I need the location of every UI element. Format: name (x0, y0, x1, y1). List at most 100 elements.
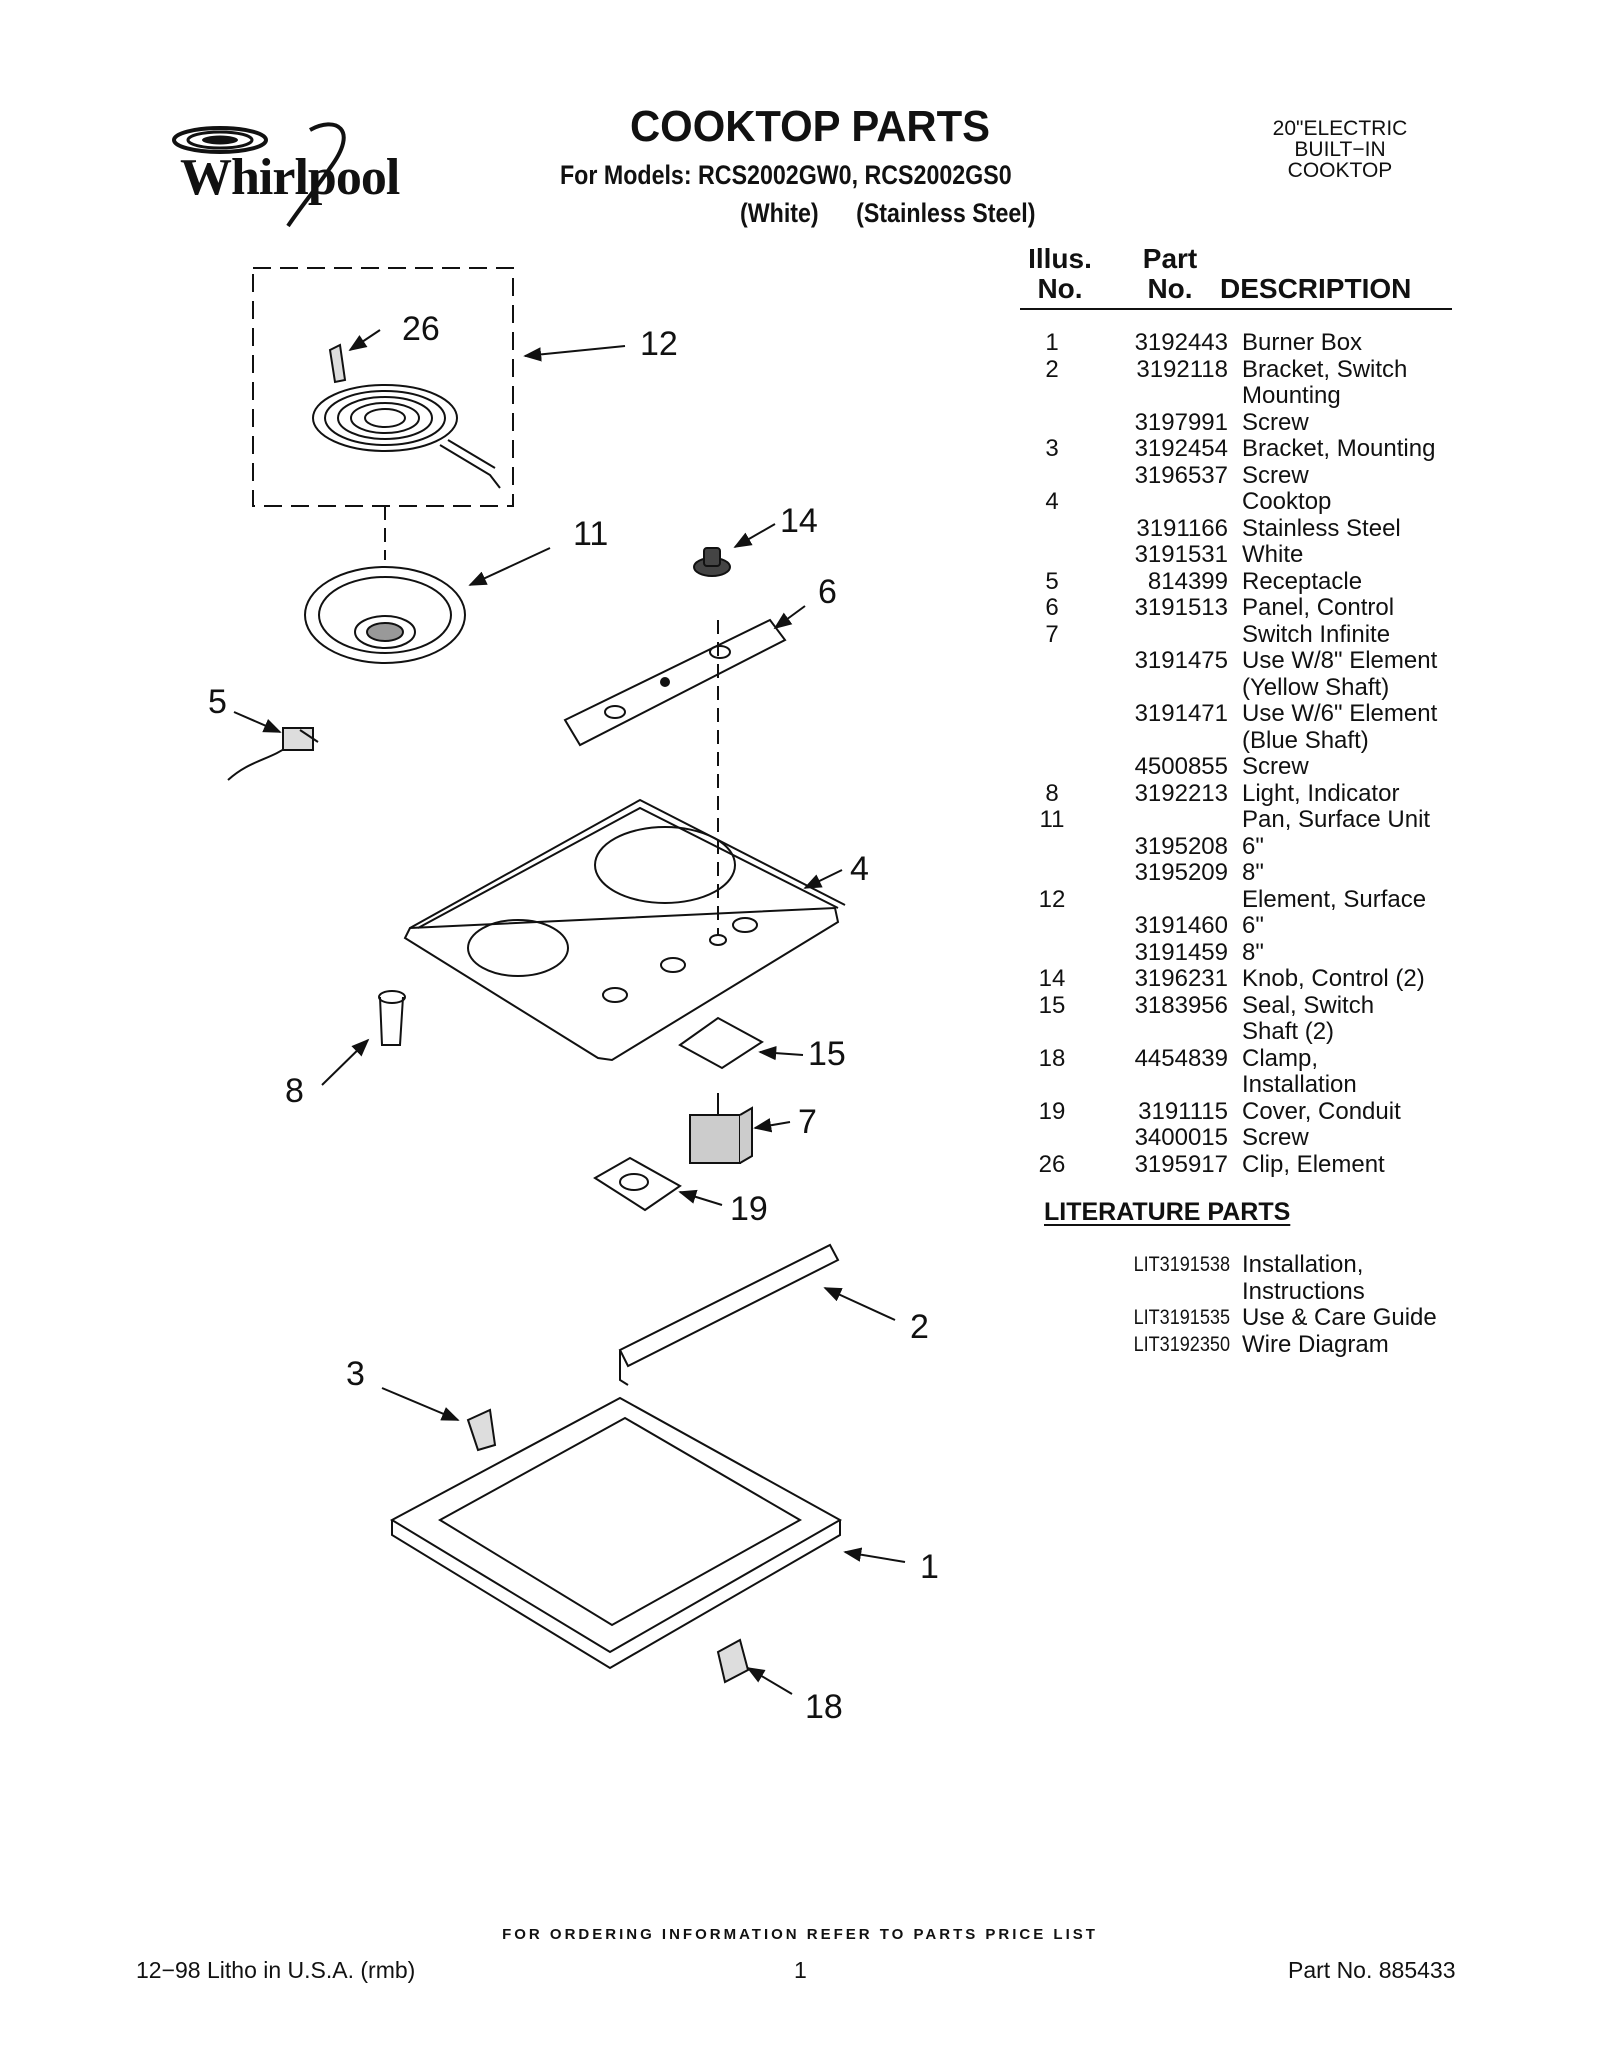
literature-description: Instructions (1242, 1277, 1365, 1305)
part-number: 3183956 (1134, 991, 1228, 1019)
part-number: 3192443 (1134, 329, 1228, 356)
part-number: 3195209 (1134, 859, 1228, 886)
callout-2: 2 (910, 1308, 929, 1346)
callout-1: 1 (920, 1548, 939, 1586)
part-description: Clamp, (1242, 1044, 1319, 1072)
table-row: Mounting (1020, 382, 1480, 410)
switch-mounting-bracket (618, 1243, 840, 1386)
illus-number: 8 (1045, 779, 1059, 807)
mounting-bracket (466, 1408, 497, 1452)
product-type-line: 20"ELECTRIC (1272, 117, 1408, 140)
callout-26: 26 (402, 310, 440, 348)
table-row: 3191471 Use W/6" Element (1020, 700, 1480, 728)
part-number: 3191166 (1136, 514, 1228, 542)
control-knob (693, 547, 731, 577)
illus-number: 15 (1038, 991, 1066, 1019)
illus-number: 14 (1038, 965, 1066, 992)
callout-12: 12 (640, 325, 678, 363)
element-detail-box (252, 267, 514, 507)
page-title: COOKTOP PARTS (629, 102, 990, 151)
literature-description: Installation, (1242, 1251, 1364, 1278)
part-description: Burner Box (1242, 329, 1363, 356)
table-row: 8 3192213 Light, Indicator (1020, 779, 1480, 808)
part-description: Screw (1242, 461, 1309, 489)
part-description: 8" (1242, 938, 1264, 966)
finish-stainless: (Stainless Steel) (856, 198, 1036, 228)
literature-description: Use & Care Guide (1242, 1304, 1437, 1331)
part-number: 3191460 (1134, 912, 1228, 939)
table-row: 3191475 Use W/8" Element (1020, 647, 1480, 675)
part-description: Bracket, Switch (1242, 355, 1408, 383)
literature-parts-heading: LITERATURE PARTS (1044, 1198, 1291, 1226)
part-number: 3400015 (1134, 1124, 1228, 1151)
part-number: 3191115 (1138, 1097, 1228, 1125)
surface-element (312, 384, 501, 489)
literature-description: Wire Diagram (1242, 1330, 1389, 1358)
page-number: 1 (794, 1957, 807, 1983)
element-clip (328, 343, 347, 384)
part-description: Bracket, Mounting (1242, 435, 1436, 462)
product-type-line: COOKTOP (1287, 159, 1393, 182)
part-number: 4454839 (1134, 1044, 1228, 1072)
part-description: Use W/8" Element (1242, 647, 1438, 674)
header-divider (1020, 308, 1452, 310)
leader-lines (233, 329, 906, 1695)
table-row: Installation (1020, 1071, 1480, 1099)
illus-number: 18 (1038, 1044, 1066, 1072)
shaft-seal (678, 1016, 764, 1070)
part-description: Use W/6" Element (1242, 700, 1438, 727)
part-number: 814399 (1147, 567, 1228, 595)
part-description: 6" (1242, 832, 1264, 860)
part-description: Light, Indicator (1242, 779, 1400, 807)
part-number: 4500855 (1134, 753, 1228, 780)
table-row: 18 4454839 Clamp, (1020, 1044, 1480, 1073)
part-description: Mounting (1242, 382, 1341, 409)
receptacle (227, 727, 319, 781)
callout-4: 4 (850, 850, 869, 888)
part-description: Screw (1242, 408, 1309, 436)
header-text: Illus. (1028, 243, 1092, 274)
illus-number: 5 (1045, 567, 1059, 595)
part-number: 3196231 (1134, 965, 1228, 992)
table-row: Shaft (2) (1020, 1018, 1480, 1046)
part-description: Cover, Conduit (1242, 1097, 1401, 1125)
document-part-number: Part No. 885433 (1288, 1957, 1456, 1983)
part-number: 3191475 (1134, 647, 1228, 674)
header-text: No. (1147, 273, 1193, 304)
literature-part-number: LIT3192350 (1133, 1332, 1230, 1356)
part-no-header: Part No. (1120, 244, 1220, 304)
illus-number: 4 (1045, 488, 1059, 515)
part-number: 3191471 (1134, 700, 1228, 727)
drip-pan (304, 566, 466, 664)
infinite-switch (689, 1093, 753, 1164)
illus-number: 26 (1038, 1150, 1066, 1178)
conduit-cover (593, 1156, 682, 1212)
illus-number: 1 (1045, 329, 1059, 356)
callout-15: 15 (808, 1035, 846, 1073)
part-description: Shaft (2) (1242, 1018, 1335, 1045)
part-number: 3191531 (1134, 541, 1228, 568)
part-number: 3192213 (1134, 779, 1228, 807)
part-description: Seal, Switch (1242, 991, 1375, 1019)
part-description: White (1242, 541, 1304, 568)
callout-5: 5 (208, 683, 227, 721)
table-row: 3191531 White (1020, 541, 1480, 569)
swirl-icon (172, 122, 346, 228)
part-description: 6" (1242, 912, 1264, 939)
part-description: Panel, Control (1242, 594, 1395, 621)
part-description: Clip, Element (1242, 1150, 1385, 1178)
part-description: Pan, Surface Unit (1242, 806, 1431, 833)
litho-note: 12−98 Litho in U.S.A. (rmb) (136, 1957, 416, 1983)
illus-number: 2 (1045, 355, 1059, 383)
part-description: Screw (1242, 753, 1309, 780)
